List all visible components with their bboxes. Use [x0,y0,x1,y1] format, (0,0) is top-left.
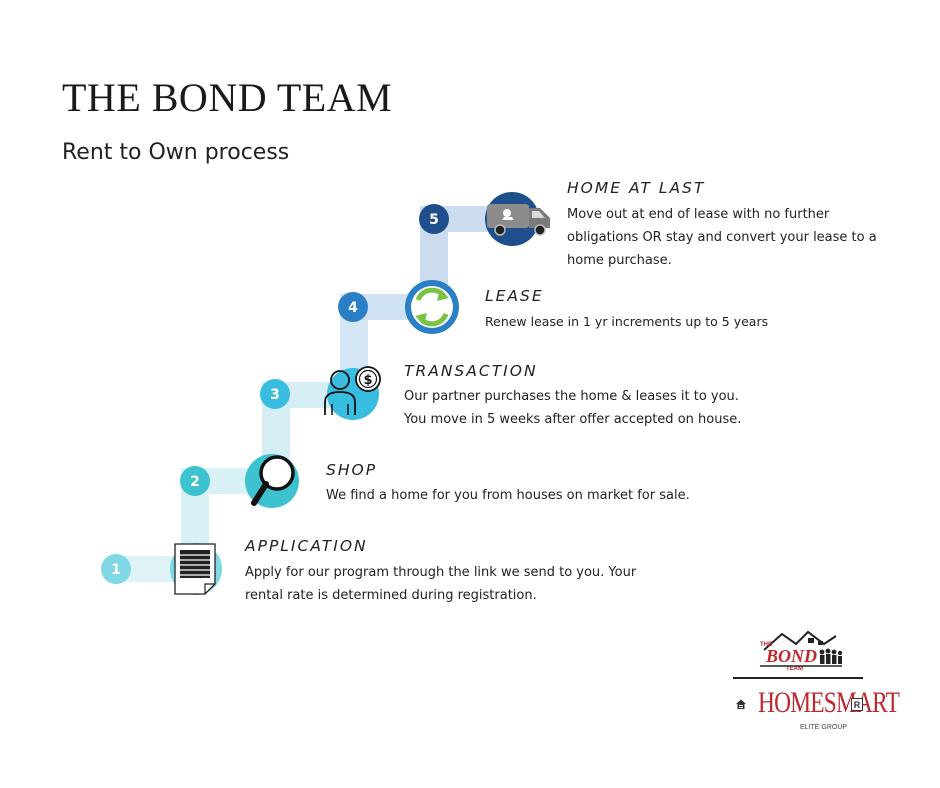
step-1-circle [101,554,131,584]
magnifier-icon [251,455,295,506]
person-dollar-icon: $ [324,366,381,415]
homesmart-subtitle: ELITE GROUP [800,724,848,731]
step-4-title: LEASE [485,287,544,305]
step-1-description: Apply for our program through the link w… [245,561,636,607]
step-5-title: HOME AT LAST [567,179,706,197]
bond-team-logo: BOND THE TEAM [760,630,843,672]
step-2-marker: 2 [180,454,299,508]
step-2-description: We find a home for you from houses on ma… [326,484,690,507]
step-5-number: 5 [429,212,439,228]
step-1-marker: 1 [101,543,222,595]
step-5-marker: 5 [419,192,550,246]
renew-arrows-icon [411,286,453,328]
equal-housing-icon [736,699,746,709]
svg-text:TEAM: TEAM [786,666,803,672]
step-4-number: 4 [348,300,358,316]
moving-van-icon [487,204,550,236]
step-3-line: Our partner purchases the home & leases … [404,389,739,404]
step-1-number: 1 [111,562,121,578]
step-4-description: Renew lease in 1 yr increments up to 5 y… [485,310,768,333]
step-4-line: Renew lease in 1 yr increments up to 5 y… [485,314,769,329]
step-1-line: Apply for our program through the link w… [245,565,637,580]
step-5-line: home purchase. [567,253,672,268]
step-3-marker: 3 $ [260,366,381,420]
step-4-marker: 4 [338,280,459,334]
step-2-title: SHOP [326,461,378,479]
logo-divider [733,677,863,679]
step-3-line: You move in 5 weeks after offer accepted… [404,412,742,427]
svg-text:R: R [854,700,861,710]
step-5-line: obligations OR stay and convert your lea… [567,230,877,245]
step-5-description: Move out at end of lease with no further… [567,203,877,272]
svg-text:THE: THE [760,642,772,648]
svg-text:BOND: BOND [765,646,817,666]
step-2-number: 2 [190,474,200,490]
page-subtitle: Rent to Own process [62,140,290,165]
page-title: THE BOND TEAM [62,75,393,120]
step-3-circle [260,379,290,409]
step-2-circle [180,466,210,496]
realtor-icon: R [851,698,863,711]
step-4-circle [338,292,368,322]
svg-text:$: $ [363,373,372,388]
document-icon [174,543,216,595]
step-3-title: TRANSACTION [404,362,538,380]
step-3-description: Our partner purchases the home & leases … [404,385,741,431]
step-5-circle [419,204,449,234]
step-2-line: We find a home for you from houses on ma… [326,488,690,503]
step-1-title: APPLICATION [245,537,368,555]
homesmart-logo: HOMESMART [758,686,900,719]
step-3-number: 3 [270,387,280,403]
step-1-line: rental rate is determined during registr… [245,588,537,603]
step-5-line: Move out at end of lease with no further [567,207,830,222]
